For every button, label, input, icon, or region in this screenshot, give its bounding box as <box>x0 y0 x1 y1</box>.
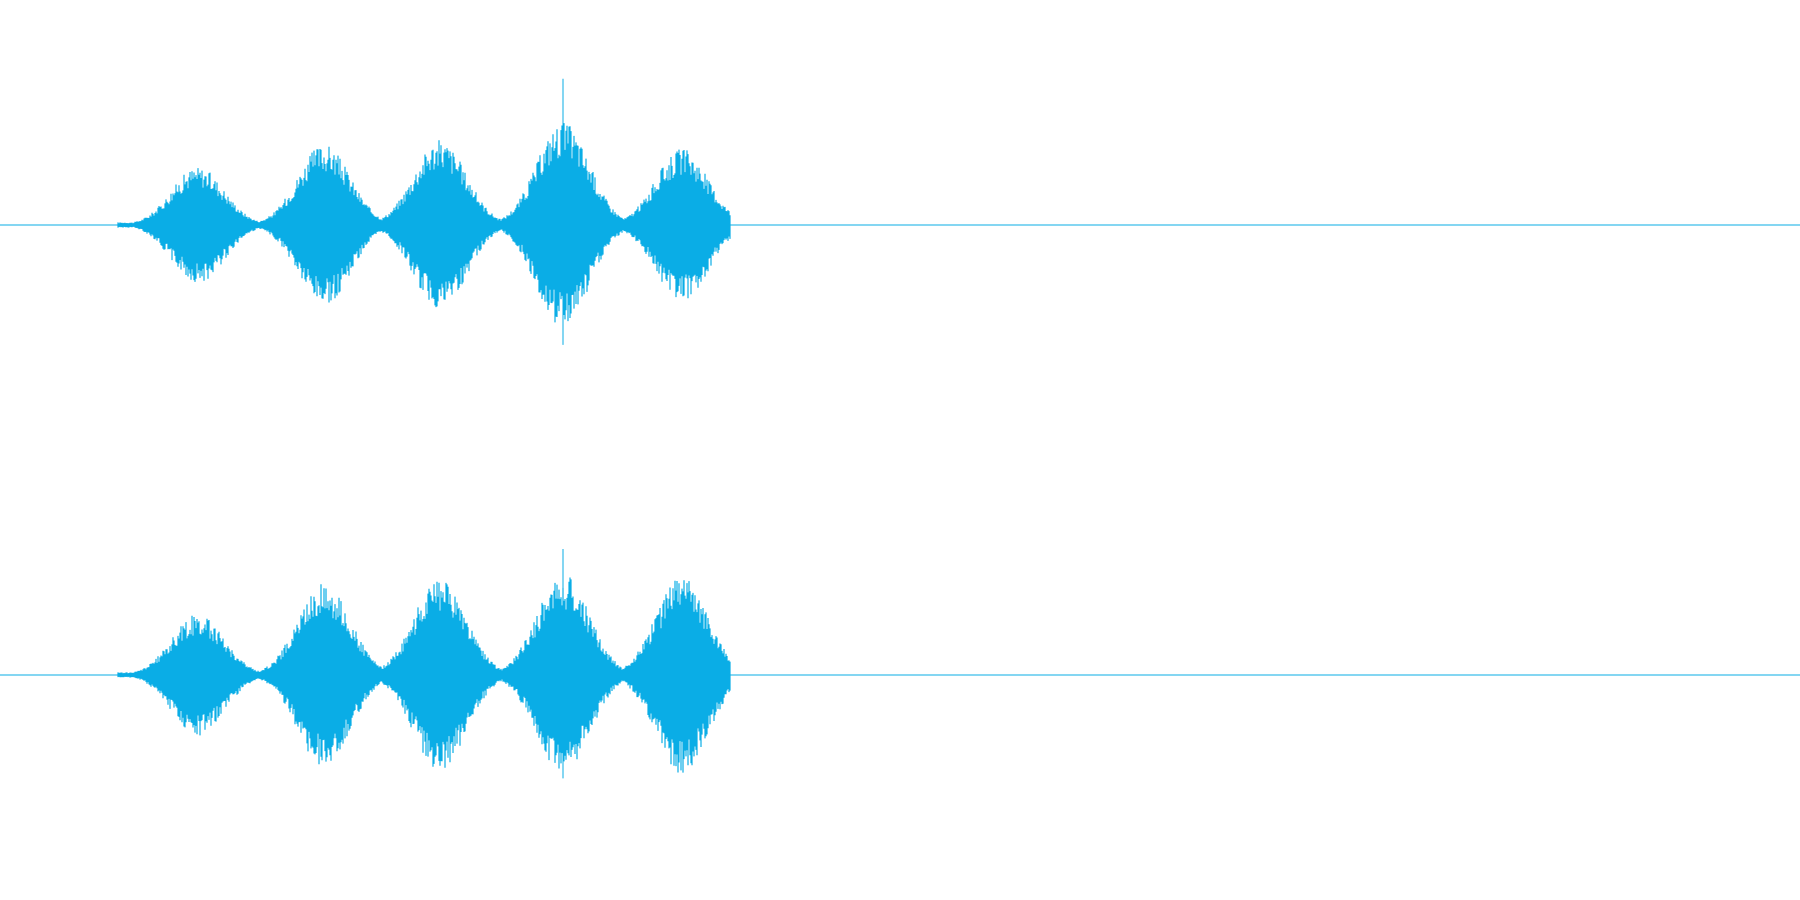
waveform-right <box>0 549 1800 779</box>
waveform-left <box>0 78 1800 345</box>
channel-track-left[interactable] <box>0 0 1800 450</box>
channel-track-right[interactable] <box>0 450 1800 900</box>
waveform-signal-left <box>117 123 731 323</box>
waveform-signal-right <box>117 577 731 773</box>
